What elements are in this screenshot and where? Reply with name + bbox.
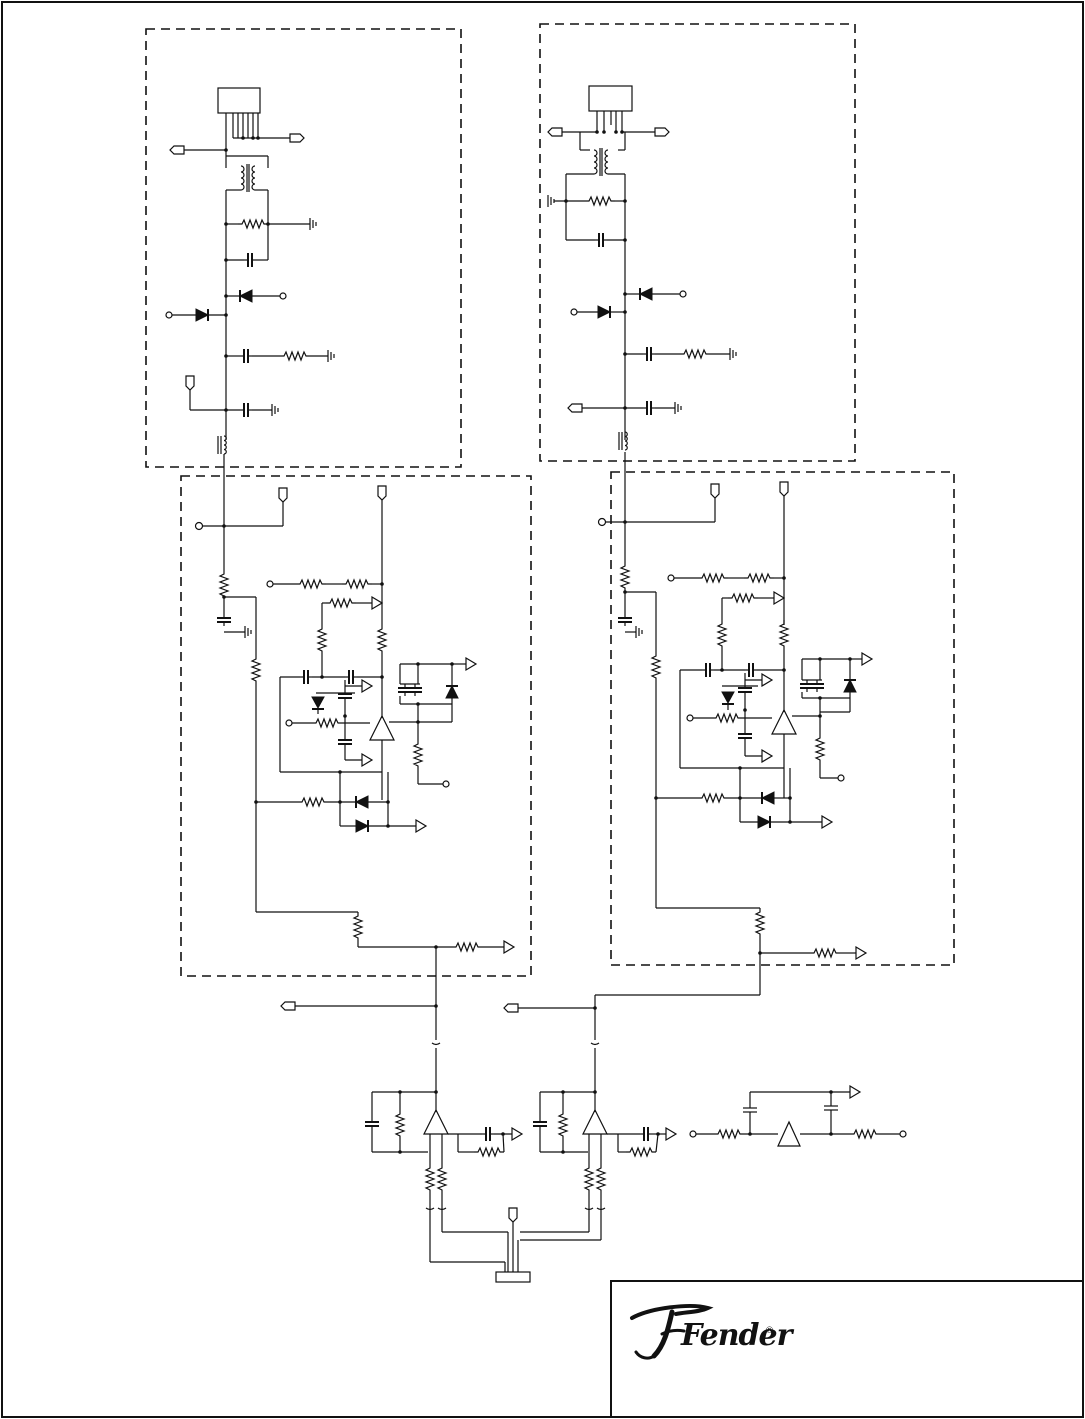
- right-input-stage: [540, 24, 855, 461]
- right-amp-zener-supply: [800, 653, 872, 781]
- left-input-stage: [146, 29, 461, 467]
- right-input-network: [548, 195, 736, 450]
- left-input-network: [166, 218, 334, 454]
- output-jack: [430, 1208, 601, 1282]
- left-pickup-connector: [170, 88, 304, 154]
- right-amp-input: [599, 452, 720, 908]
- right-pickup-connector: [548, 86, 669, 136]
- right-amp-output: [654, 766, 866, 995]
- output-stage-wiring: [281, 995, 760, 1112]
- left-amplifier-stage: [181, 476, 531, 976]
- right-input-transformer: [566, 132, 625, 440]
- fender-logo: Fender ®: [632, 1306, 795, 1358]
- right-amplifier-stage: [611, 472, 954, 965]
- left-amp-input: [196, 454, 288, 912]
- left-amp-core: [280, 670, 420, 800]
- registered-mark: ®: [765, 1326, 774, 1336]
- left-amp-output: [254, 770, 514, 1040]
- output-buffer-amp: [690, 1086, 906, 1146]
- fender-wordmark: Fender: [680, 1318, 795, 1353]
- output-opamp-left: [365, 1090, 522, 1262]
- output-opamp-right: [533, 1090, 676, 1240]
- right-amp-supply: [668, 482, 788, 712]
